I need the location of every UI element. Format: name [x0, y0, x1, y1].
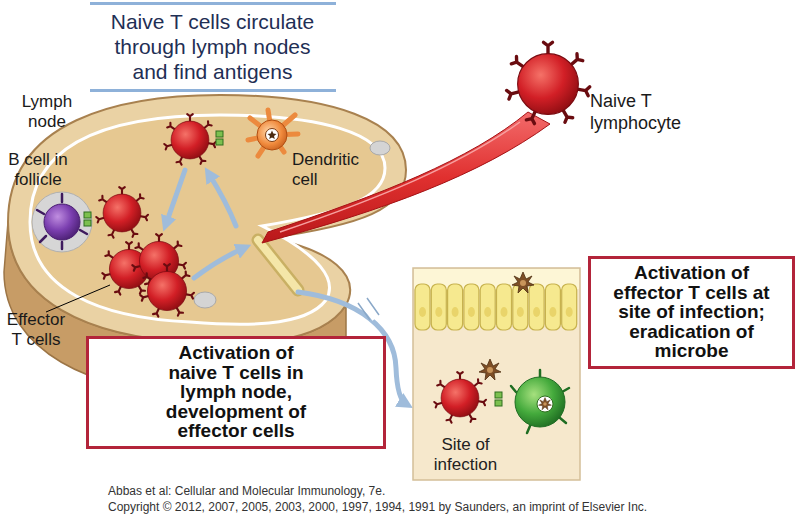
macrophage — [511, 370, 569, 433]
process-box: Activation of effector T cells at site o… — [588, 256, 795, 369]
b-cell — [32, 192, 92, 252]
box-text: Activation of naive T cells in lymph nod… — [161, 343, 311, 441]
label-holder: Lymph node — [16, 92, 78, 132]
label-holder: Effector T cells — [2, 310, 70, 350]
cell-label: B cell in follicle — [2, 150, 74, 190]
microbe — [479, 272, 534, 380]
leader-line — [46, 285, 110, 312]
receptor-contact — [84, 131, 223, 226]
cell-label: Naive T lymphocyte — [590, 90, 725, 134]
cell-label: Effector T cells — [2, 310, 70, 350]
copyright-note: Copyright © 2012, 2007, 2005, 2003, 2000… — [108, 500, 647, 514]
t-cell — [96, 42, 590, 316]
caption-holder: Abbas et al: Cellular and Molecular Immu… — [108, 484, 385, 499]
caption-text: Abbas et al: Cellular and Molecular Immu… — [108, 484, 385, 499]
label-holder: Naive T lymphocyte — [590, 90, 725, 134]
blood-vessel — [262, 112, 550, 243]
label-holder: Dendritic cell — [292, 150, 372, 190]
label-holder: B cell in follicle — [2, 150, 74, 190]
title-text: Naive T cells circulate through lymph no… — [100, 9, 325, 84]
panel-text: Site of infection — [428, 435, 503, 475]
dendritic-cell — [248, 110, 298, 156]
box-text: Activation of effector T cells at site o… — [609, 263, 774, 361]
label-holder: Copyright © 2012, 2007, 2005, 2003, 2000… — [108, 500, 647, 514]
process-box: Activation of naive T cells in lymph nod… — [86, 336, 386, 449]
efferent-lymphatic — [258, 240, 298, 290]
title-rule — [90, 2, 336, 92]
break-mark — [358, 298, 379, 320]
t-cell — [434, 372, 486, 423]
title-band: Naive T cells circulate through lymph no… — [100, 9, 325, 84]
cell-label: Dendritic cell — [292, 150, 372, 190]
organ-label: Lymph node — [16, 92, 78, 132]
tissue-panel: Site of infection — [413, 268, 580, 480]
infection-site — [413, 268, 580, 480]
receptor-contact — [495, 392, 502, 406]
